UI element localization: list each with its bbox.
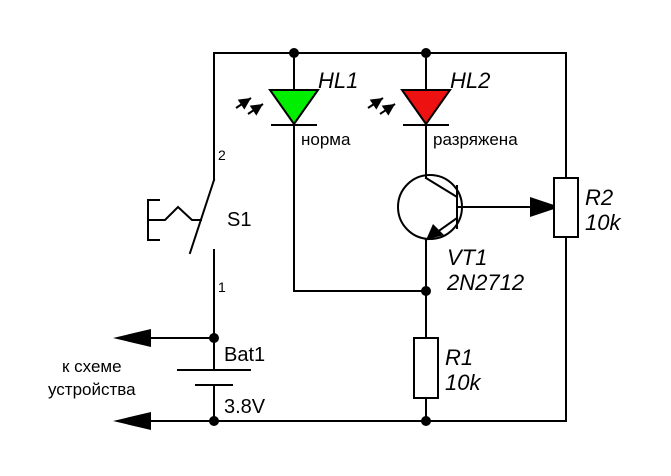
light-arrow-icon xyxy=(235,97,252,110)
collector-lead xyxy=(424,176,459,199)
s1-pin-bottom: 1 xyxy=(218,279,226,295)
light-arrow-icon xyxy=(379,103,396,116)
vt1-part: 2N2712 xyxy=(446,270,524,295)
vt1-label: VT1 xyxy=(447,245,487,270)
light-arrow-icon xyxy=(367,97,384,110)
r1-label: R1 xyxy=(445,345,473,370)
resistor-r2 xyxy=(553,177,579,238)
wiper-arrow xyxy=(530,197,560,217)
hl2-label: HL2 xyxy=(450,68,490,93)
output-label-line1: к схеме xyxy=(62,357,122,376)
r2-value: 10k xyxy=(585,210,621,235)
r2-label: R2 xyxy=(585,185,613,210)
switch-s1-lever xyxy=(188,178,216,255)
output-arrow xyxy=(113,329,151,347)
emitter-arrow xyxy=(426,224,444,240)
light-arrow-icon xyxy=(247,103,264,116)
hl1-label: HL1 xyxy=(318,68,358,93)
resistor-r1 xyxy=(413,337,439,399)
transistor-vt1 xyxy=(397,174,463,240)
bottom-arrow xyxy=(113,412,151,430)
hl2-note: разряжена xyxy=(433,130,518,149)
s1-pin-top: 2 xyxy=(218,147,226,163)
bat1-voltage: 3.8V xyxy=(224,396,266,418)
hl1-note: норма xyxy=(301,130,351,149)
switch-s1-spring xyxy=(148,205,202,221)
led-hl2 xyxy=(400,89,452,126)
output-label-line2: устройства xyxy=(48,380,136,399)
r1-value: 10k xyxy=(445,370,481,395)
led-hl1 xyxy=(268,89,320,126)
bat1-label: Bat1 xyxy=(224,344,265,366)
s1-label: S1 xyxy=(227,209,251,231)
